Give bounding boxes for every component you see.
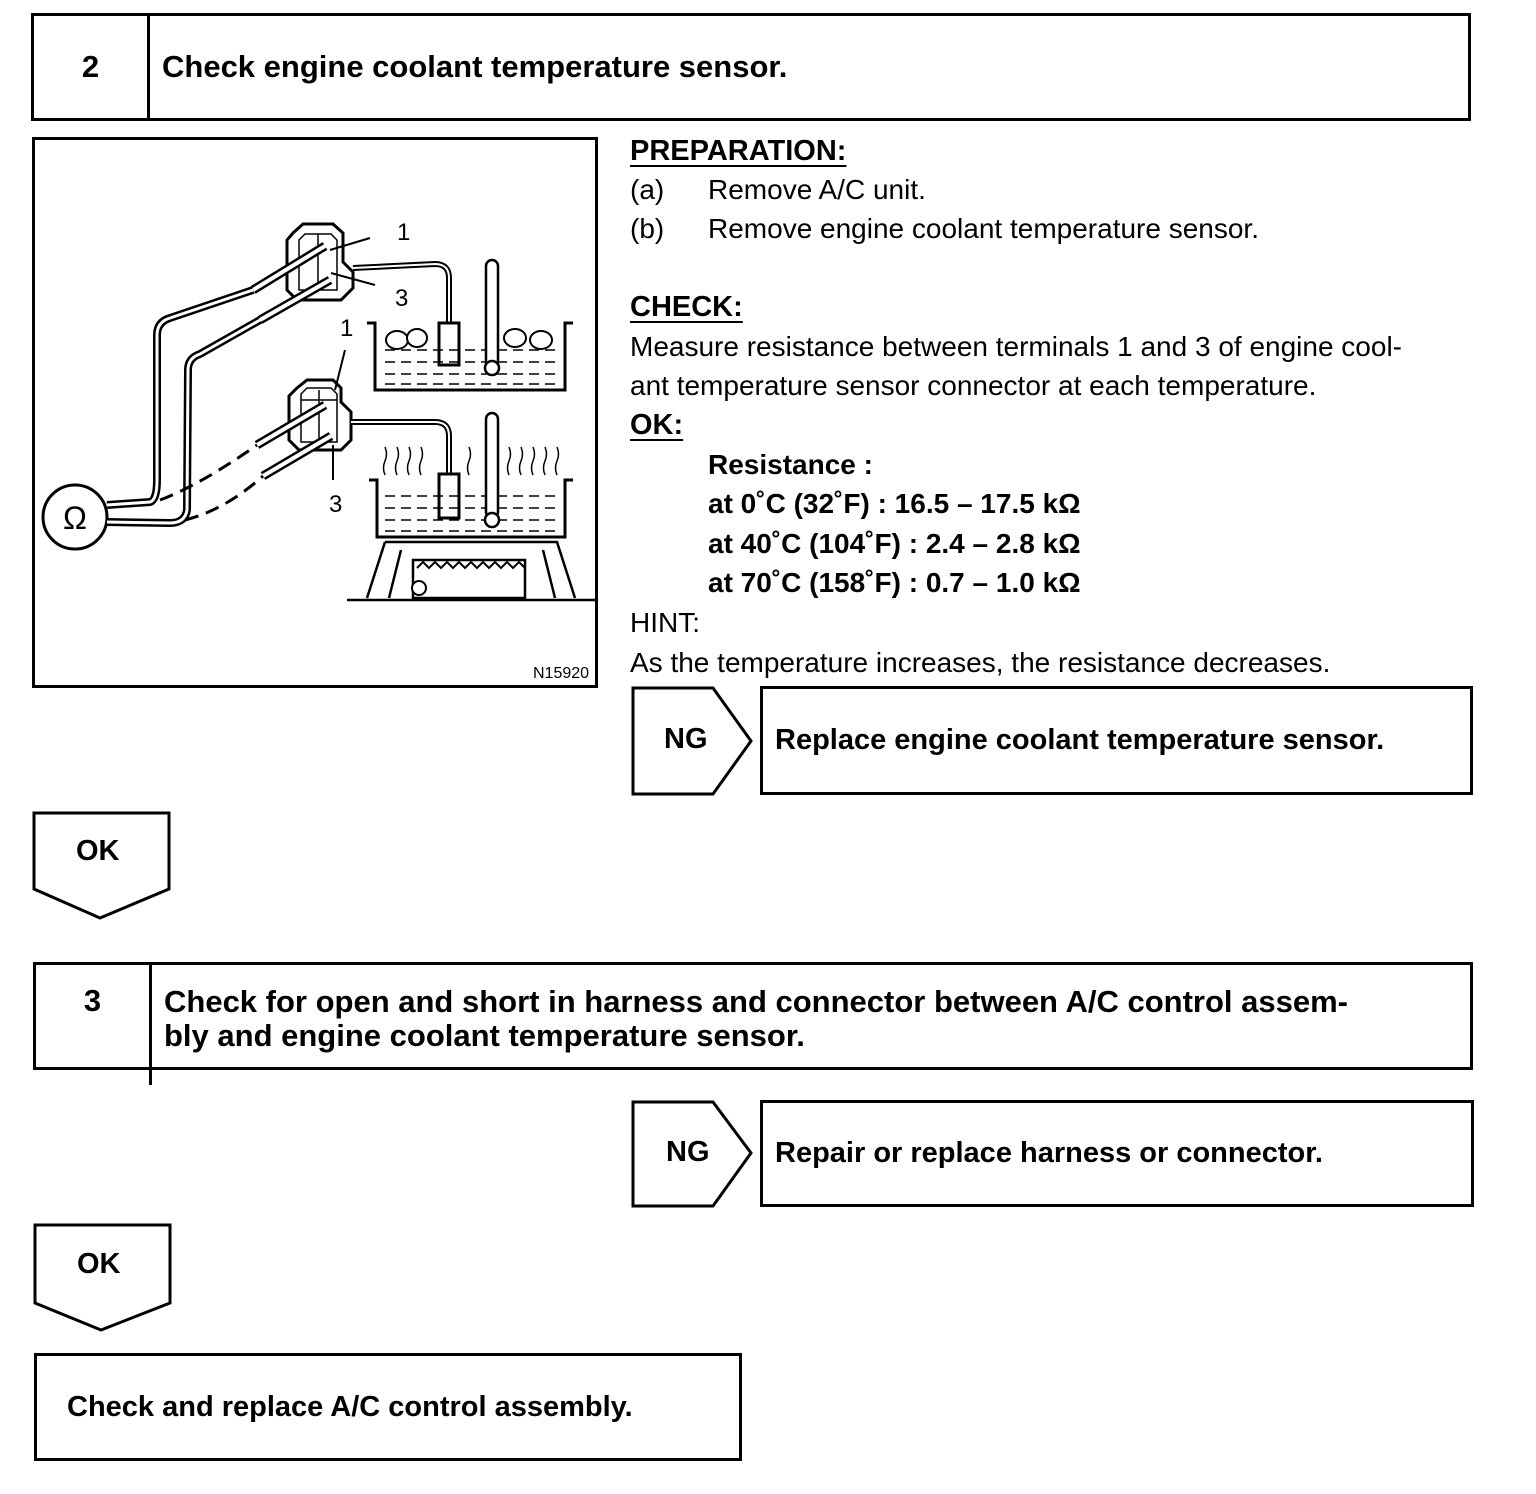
ok-spec-heading: OK: — [630, 409, 684, 441]
ice-water-beaker — [367, 321, 573, 392]
ok-arrow-shape — [33, 1223, 172, 1332]
hint-heading: HINT: — [630, 607, 700, 638]
ng-action-box-2: Repair or replace harness or connector. — [760, 1100, 1474, 1207]
sensor-test-figure: Ω 1 3 — [32, 137, 598, 688]
preparation-item-b-text: Remove engine coolant temperature sensor… — [708, 213, 1259, 244]
terminal-3-bottom-label: 3 — [329, 491, 342, 518]
ok-arrow-1: OK — [32, 811, 172, 921]
ng-arrow-2: NG — [631, 1100, 755, 1210]
step2-title: Check engine coolant temperature sensor. — [162, 49, 788, 84]
ok-arrow-shape — [32, 811, 171, 920]
heated-water-beaker — [369, 478, 573, 539]
preparation-item-b-marker: (b) — [630, 213, 665, 244]
ng-label-2: NG — [666, 1136, 710, 1168]
bottom-connector — [287, 378, 353, 452]
ng-action-box-1: Replace engine coolant temperature senso… — [760, 686, 1473, 795]
preparation-heading: PREPARATION: — [630, 135, 847, 167]
preparation-item-a-marker: (a) — [630, 174, 665, 205]
ok-label-1: OK — [76, 835, 120, 867]
step3-header: 3 Check for open and short in harness an… — [33, 962, 1473, 1085]
final-step-box: Check and replace A/C control assembly. — [34, 1353, 742, 1461]
ok-arrow-2: OK — [33, 1223, 173, 1333]
ng-arrow-shape — [631, 686, 753, 796]
check-instruction-line1: Measure resistance between terminals 1 a… — [630, 331, 1402, 362]
step3-title-line1: Check for open and short in harness and … — [164, 984, 1348, 1019]
ohmmeter-symbol: Ω — [63, 500, 87, 536]
ng-arrow-1: NG — [631, 686, 755, 796]
step2-header: 2 Check engine coolant temperature senso… — [31, 13, 1471, 121]
check-instruction-line2: ant temperature sensor connector at each… — [630, 370, 1317, 401]
resistance-label: Resistance : — [708, 449, 873, 480]
step2-number: 2 — [34, 16, 150, 118]
step3-number: 3 — [36, 965, 152, 1085]
check-heading: CHECK: — [630, 291, 743, 323]
resistance-spec-70c: at 70˚C (158˚F) : 0.7 – 1.0 kΩ — [708, 567, 1081, 598]
step3-title: Check for open and short in harness and … — [152, 965, 1348, 1067]
thermometer-top-icon — [484, 258, 500, 370]
ok-label-2: OK — [77, 1248, 121, 1280]
thermometer-bottom-icon — [484, 411, 500, 520]
terminal-3-top-label: 3 — [395, 285, 408, 312]
resistance-spec-0c: at 0˚C (32˚F) : 16.5 – 17.5 kΩ — [708, 488, 1081, 519]
resistance-spec-40c: at 40˚C (104˚F) : 2.4 – 2.8 kΩ — [708, 528, 1081, 559]
preparation-item-a-text: Remove A/C unit. — [708, 174, 926, 205]
hint-text: As the temperature increases, the resist… — [630, 647, 1331, 678]
step3-title-line2: bly and engine coolant temperature senso… — [164, 1018, 805, 1053]
heater-stand-icon — [365, 540, 577, 599]
terminal-1-bottom-label: 1 — [340, 315, 353, 342]
step3-number-text: 3 — [83, 983, 102, 1018]
sensor-test-illustration: Ω 1 3 — [41, 219, 595, 682]
terminal-1-top-label: 1 — [397, 219, 410, 246]
ng-label-1: NG — [664, 723, 708, 755]
ohmmeter-icon — [41, 483, 109, 551]
figure-id: N15920 — [533, 665, 589, 682]
ng-arrow-shape — [631, 1100, 753, 1208]
